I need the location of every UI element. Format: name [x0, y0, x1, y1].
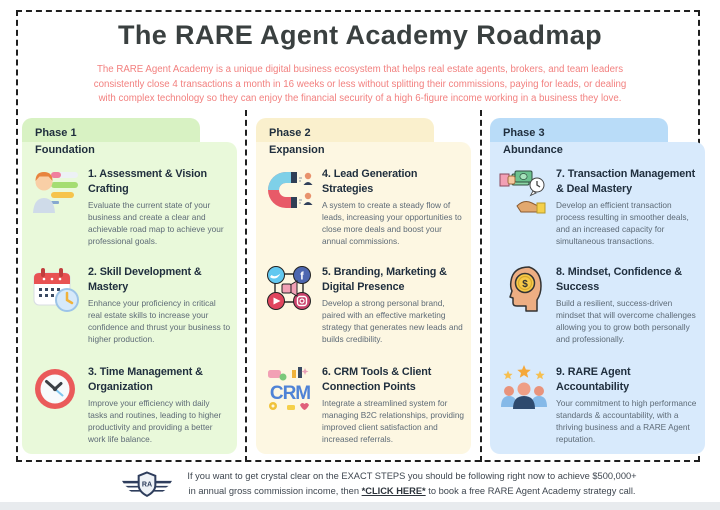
item-title: 4. Lead Generation Strategies	[322, 168, 418, 195]
roadmap-item: 3. Time Management & Organization Improv…	[31, 364, 231, 445]
winged-shield-logo: RA	[120, 470, 174, 505]
roadmap-item: 1. Assessment & Vision Crafting Evaluate…	[31, 166, 231, 247]
phase-column-foundation: Phase 1 Foundation 1. Assessment & Visio…	[22, 118, 237, 454]
column-divider	[245, 110, 247, 462]
column-divider	[480, 110, 482, 462]
item-description: Integrate a streamlined system for manag…	[322, 398, 465, 444]
phase-label: Phase 2	[269, 127, 311, 139]
item-title: 3. Time Management & Organization	[88, 366, 203, 393]
person-checklist-icon	[31, 166, 81, 216]
roadmap-item: f 5. Branding, Marketing & Digital Prese…	[265, 264, 465, 345]
clock-icon	[31, 364, 81, 414]
footer-line2-prefix: in annual gross commission income, then	[188, 486, 362, 496]
roadmap-item: 4. Lead Generation Strategies A system t…	[265, 166, 465, 247]
page-title: The RARE Agent Academy Roadmap	[117, 20, 603, 50]
item-description: Evaluate the current state of your busin…	[88, 200, 224, 246]
item-title: 1. Assessment & Vision Crafting	[88, 168, 208, 195]
calendar-clock-icon	[31, 264, 81, 314]
item-description: Develop an efficient transaction process…	[556, 200, 689, 246]
phase-column-abundance: Phase 3 Abundance 7. Transaction Managem…	[490, 118, 705, 454]
item-description: Improve your efficiency with daily tasks…	[88, 398, 222, 444]
svg-text:$: $	[522, 279, 528, 290]
roadmap-item: $ 8. Mindset, Confidence & Success Build…	[499, 264, 699, 345]
phase-name: Foundation	[35, 144, 95, 156]
social-media-icon: f	[265, 264, 315, 314]
roadmap-item: CRM 6. CRM Tools & Client Connection Poi…	[265, 364, 465, 445]
intro-text: The RARE Agent Academy is a unique digit…	[93, 64, 627, 105]
footer-line1: If you want to get crystal clear on the …	[187, 471, 637, 481]
svg-text:f: f	[300, 271, 304, 283]
phase-header: Phase 2 Expansion	[269, 125, 325, 159]
crm-icon: CRM	[265, 364, 315, 414]
footer-cta-text: If you want to get crystal clear on the …	[186, 469, 638, 499]
page-edge-strip	[0, 502, 720, 510]
svg-text:CRM: CRM	[270, 383, 310, 404]
item-title: 7. Transaction Management & Deal Mastery	[556, 168, 696, 195]
phase-label: Phase 1	[35, 127, 77, 139]
phase-name: Abundance	[503, 144, 563, 156]
item-title: 5. Branding, Marketing & Digital Presenc…	[322, 266, 447, 293]
item-description: Your commitment to high performance stan…	[556, 398, 697, 444]
magnet-leads-icon	[265, 166, 315, 216]
team-stars-icon	[499, 364, 549, 414]
roadmap-item: 9. RARE Agent Accountability Your commit…	[499, 364, 699, 445]
phase-header: Phase 1 Foundation	[35, 125, 95, 159]
mindset-coin-icon: $	[499, 264, 549, 314]
footer-line2-suffix: to book a free RARE Agent Academy strate…	[425, 486, 636, 496]
item-title: 9. RARE Agent Accountability	[556, 366, 631, 393]
item-title: 6. CRM Tools & Client Connection Points	[322, 366, 432, 393]
phase-body	[256, 142, 471, 454]
item-description: Develop a strong personal brand, paired …	[322, 298, 463, 344]
item-title: 2. Skill Development & Mastery	[88, 266, 202, 293]
item-description: A system to create a steady flow of lead…	[322, 200, 462, 246]
phase-header: Phase 3 Abundance	[503, 125, 563, 159]
item-description: Enhance your proficiency in critical rea…	[88, 298, 231, 344]
footer: RA If you want to get crystal clear on t…	[0, 467, 720, 503]
phase-name: Expansion	[269, 144, 325, 156]
item-description: Build a resilient, success-driven mindse…	[556, 298, 696, 344]
roadmap-item: 7. Transaction Management & Deal Mastery…	[499, 166, 699, 247]
roadmap-item: 2. Skill Development & Mastery Enhance y…	[31, 264, 231, 345]
phase-column-expansion: Phase 2 Expansion 4. Lead Generation Str…	[256, 118, 471, 454]
item-title: 8. Mindset, Confidence & Success	[556, 266, 682, 293]
svg-text:RA: RA	[142, 481, 152, 489]
click-here-link[interactable]: *CLICK HERE*	[361, 486, 426, 496]
phase-label: Phase 3	[503, 127, 545, 139]
money-exchange-icon	[499, 166, 549, 216]
